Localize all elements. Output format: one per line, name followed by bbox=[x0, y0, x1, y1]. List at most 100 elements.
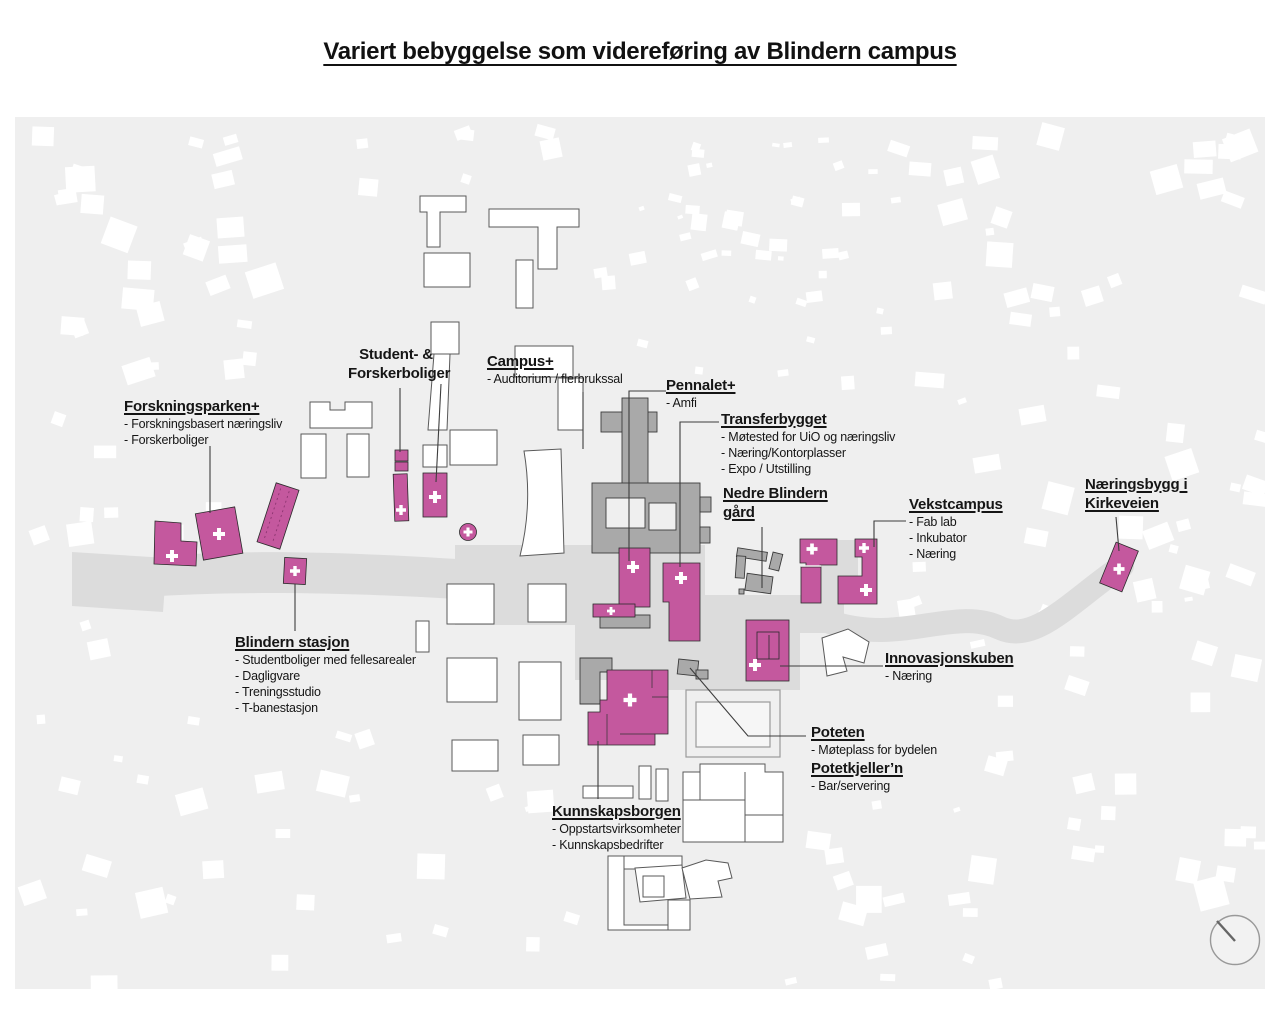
city-block bbox=[1190, 692, 1211, 713]
plus-icon bbox=[860, 584, 872, 596]
city-block bbox=[93, 445, 117, 459]
plus-icon bbox=[1113, 563, 1125, 575]
city-block bbox=[271, 954, 289, 971]
city-block bbox=[58, 776, 81, 796]
city-block bbox=[1175, 856, 1202, 885]
city-block bbox=[356, 138, 369, 150]
city-block bbox=[790, 196, 801, 205]
city-block bbox=[1229, 482, 1242, 493]
city-block bbox=[79, 507, 94, 523]
label-title: Potetkjeller’n bbox=[811, 760, 903, 777]
city-block bbox=[164, 893, 177, 906]
city-block bbox=[223, 358, 245, 380]
label-potetkjellern: Potetkjeller’n - Bar/servering bbox=[811, 760, 903, 793]
city-block bbox=[526, 789, 555, 814]
outlined-complex-south bbox=[607, 855, 733, 931]
city-block bbox=[1018, 404, 1047, 426]
city-block bbox=[275, 828, 291, 839]
label-student-forskerboliger: Student- & Forskerboliger bbox=[348, 346, 451, 382]
label-title: Forskningsparken+ bbox=[124, 398, 260, 415]
city-block bbox=[17, 879, 47, 907]
outlined-complex-east bbox=[682, 763, 784, 843]
city-block bbox=[748, 295, 757, 304]
poteten-plaza bbox=[685, 689, 781, 758]
city-block bbox=[880, 326, 893, 335]
city-block bbox=[187, 716, 200, 726]
building-studentboliger-1 bbox=[394, 449, 409, 462]
city-block bbox=[134, 886, 169, 919]
building-transferbygget bbox=[662, 562, 701, 642]
city-block bbox=[1132, 577, 1157, 603]
city-block bbox=[1164, 448, 1200, 482]
city-block bbox=[182, 234, 211, 262]
city-block bbox=[236, 319, 253, 329]
city-block bbox=[1224, 132, 1242, 148]
building-pennalet bbox=[618, 547, 651, 608]
label-transferbygget: Transferbygget - Møtested for UiO og nær… bbox=[721, 411, 896, 476]
city-block bbox=[524, 804, 535, 813]
leader-studentboliger-2 bbox=[435, 383, 442, 483]
city-block bbox=[1069, 646, 1085, 657]
city-block bbox=[301, 901, 313, 911]
building-kunnskapsborgen bbox=[587, 669, 669, 746]
city-block bbox=[1071, 845, 1096, 863]
city-block bbox=[1191, 640, 1219, 667]
city-block bbox=[805, 830, 832, 851]
city-block bbox=[416, 853, 446, 880]
city-block bbox=[1100, 805, 1116, 821]
city-block bbox=[805, 290, 823, 303]
city-block bbox=[943, 166, 965, 187]
city-block bbox=[36, 714, 46, 725]
city-block bbox=[771, 142, 780, 148]
city-block bbox=[534, 123, 556, 141]
label-forskningsparken: Forskningsparken+ - Forskningsbasert nær… bbox=[124, 398, 283, 447]
city-block bbox=[985, 227, 995, 236]
label-title: Campus+ bbox=[487, 353, 554, 370]
city-block bbox=[755, 249, 772, 261]
city-block bbox=[1242, 491, 1265, 507]
city-block bbox=[539, 137, 563, 161]
plus-icon bbox=[749, 659, 761, 671]
label-innovasjonskuben: Innovasjonskuben - Næring bbox=[885, 650, 1014, 683]
city-block bbox=[995, 750, 1014, 763]
city-block bbox=[1175, 518, 1192, 533]
city-block bbox=[821, 248, 839, 259]
city-block bbox=[1106, 272, 1123, 289]
city-block bbox=[127, 260, 152, 280]
city-block bbox=[962, 952, 976, 965]
city-block bbox=[485, 783, 504, 802]
city-block bbox=[985, 241, 1014, 268]
city-block bbox=[1009, 311, 1033, 327]
city-block bbox=[386, 932, 402, 944]
city-block bbox=[1067, 817, 1082, 832]
city-block bbox=[721, 211, 741, 231]
city-block bbox=[100, 216, 138, 254]
city-block bbox=[1114, 773, 1137, 795]
city-block bbox=[740, 230, 761, 248]
city-block bbox=[28, 525, 50, 546]
city-block bbox=[1049, 306, 1061, 318]
city-block bbox=[837, 250, 849, 261]
city-block bbox=[244, 262, 285, 299]
plus-markers bbox=[166, 491, 1125, 707]
plus-icon bbox=[607, 607, 615, 615]
city-block bbox=[967, 855, 998, 885]
city-block bbox=[593, 267, 608, 279]
city-block bbox=[997, 695, 1014, 707]
label-title: Poteten bbox=[811, 724, 865, 741]
city-block bbox=[1072, 772, 1096, 795]
label-title: Vekstcampus bbox=[909, 496, 1003, 513]
city-block bbox=[908, 161, 932, 177]
city-block bbox=[832, 160, 845, 172]
city-block bbox=[824, 847, 845, 865]
label-vekstcampus: Vekstcampus - Fab lab - Inkubator - Næri… bbox=[909, 496, 1003, 561]
city-block bbox=[54, 190, 75, 206]
city-block bbox=[1192, 140, 1217, 159]
city-block bbox=[136, 774, 150, 785]
road-to-kirkeveien bbox=[818, 554, 1134, 644]
city-block bbox=[910, 595, 923, 608]
city-block bbox=[795, 297, 808, 308]
plus-icon bbox=[166, 550, 178, 562]
city-block bbox=[880, 973, 896, 982]
plus-icon bbox=[463, 527, 473, 537]
